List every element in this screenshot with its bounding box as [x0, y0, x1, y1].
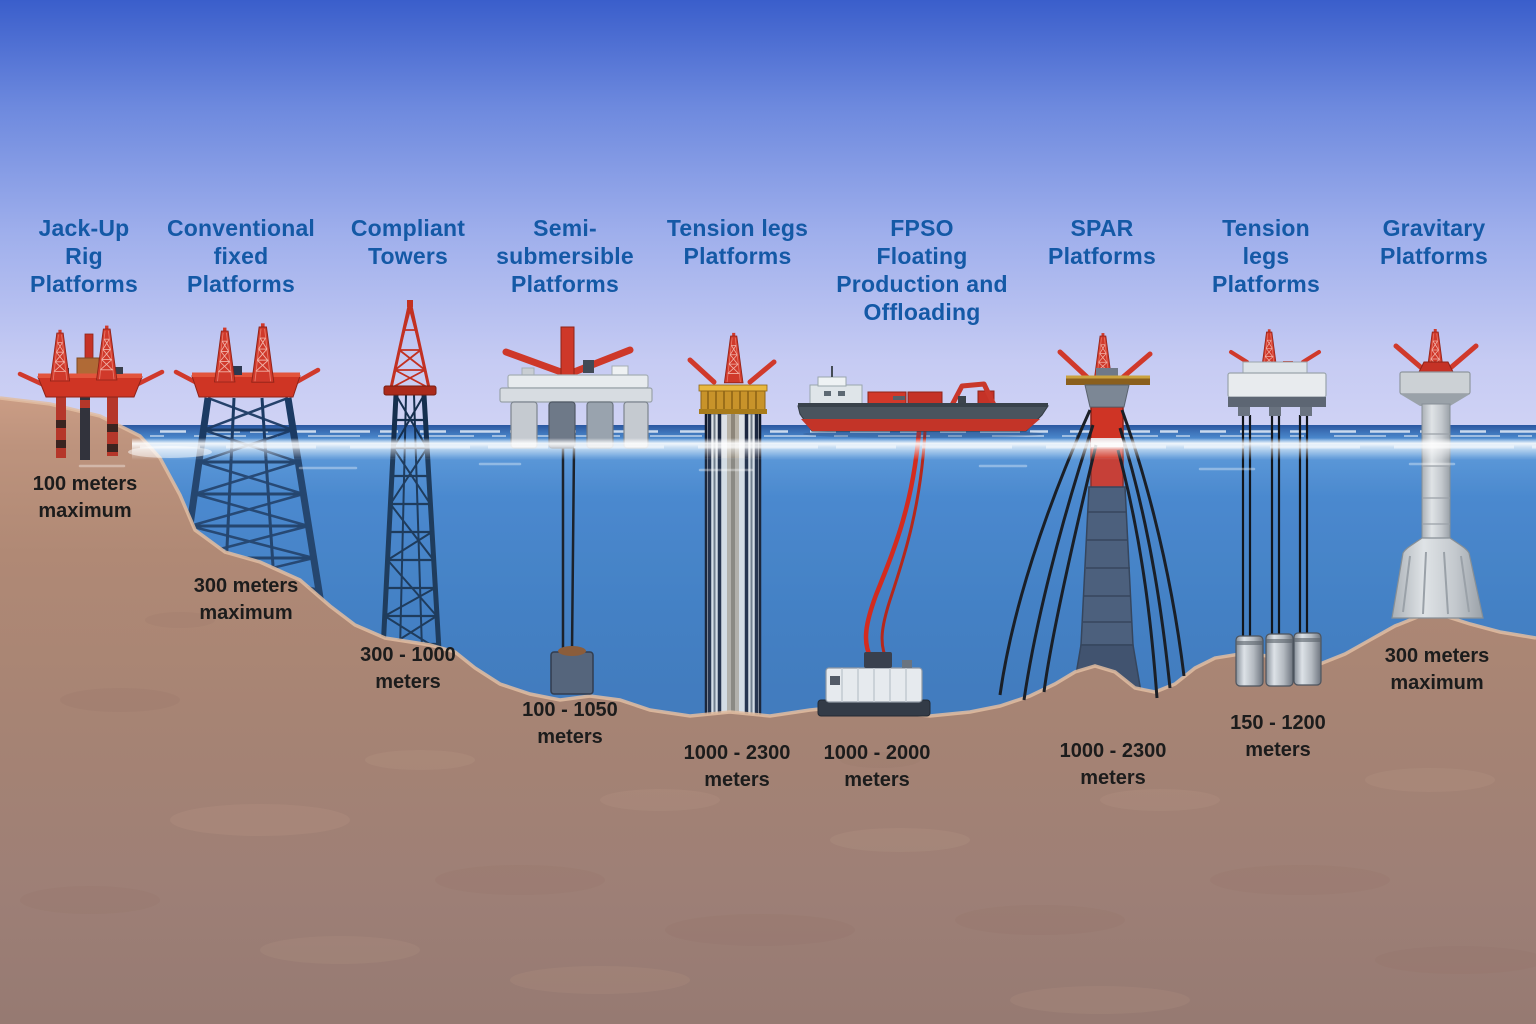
depth-label-semi-submersible: 100 - 1050 meters [522, 699, 618, 748]
depth-label-conventional-fixed: 300 meters maximum [193, 575, 299, 624]
depth-label-gravitary: 300 meters maximum [1384, 645, 1490, 694]
fpso-illustration [797, 366, 1049, 717]
platform-title-jack-up-rig: Jack-Up Rig Platforms [30, 215, 138, 297]
platform-title-conventional-fixed: Conventional fixed Platforms [166, 215, 316, 297]
depth-label-fpso: 1000 - 2000 meters [823, 742, 931, 791]
platform-title-semi-submersible: Semi- submersible Platforms [496, 215, 634, 297]
platform-title-compliant-towers: Compliant Towers [350, 215, 466, 269]
platform-title-gravitary: Gravitary Platforms [1380, 215, 1488, 269]
compliant-tower-derrick [383, 300, 437, 396]
gravitary-platform-illustration [1391, 328, 1484, 619]
platform-title-tension-legs-1: Tension legs Platforms [666, 215, 809, 269]
platform-title-tension-legs-2: Tension legs Platforms [1212, 215, 1320, 297]
depth-label-tension-legs-2: 150 - 1200 meters [1230, 712, 1326, 761]
platform-title-spar: SPAR Platforms [1048, 215, 1156, 269]
spar-topside [998, 332, 1186, 701]
waterline-foam [78, 438, 1536, 472]
tension-leg-platform-2-illustration [1227, 328, 1327, 687]
conventional-fixed-deck [173, 322, 321, 398]
depth-label-compliant-towers: 300 - 1000 meters [360, 644, 456, 693]
platform-title-fpso: FPSO Floating Production and Offloading [836, 215, 1008, 325]
jack-up-rig-illustration [17, 325, 165, 460]
depth-label-tension-legs-1: 1000 - 2300 meters [683, 742, 791, 791]
semi-submersible-illustration [499, 326, 653, 695]
sand-texture [20, 612, 1536, 1014]
depth-label-jack-up-rig: 100 meters maximum [32, 473, 138, 522]
depth-label-spar: 1000 - 2300 meters [1059, 740, 1167, 789]
tension-leg-platform-1-top [687, 332, 777, 414]
